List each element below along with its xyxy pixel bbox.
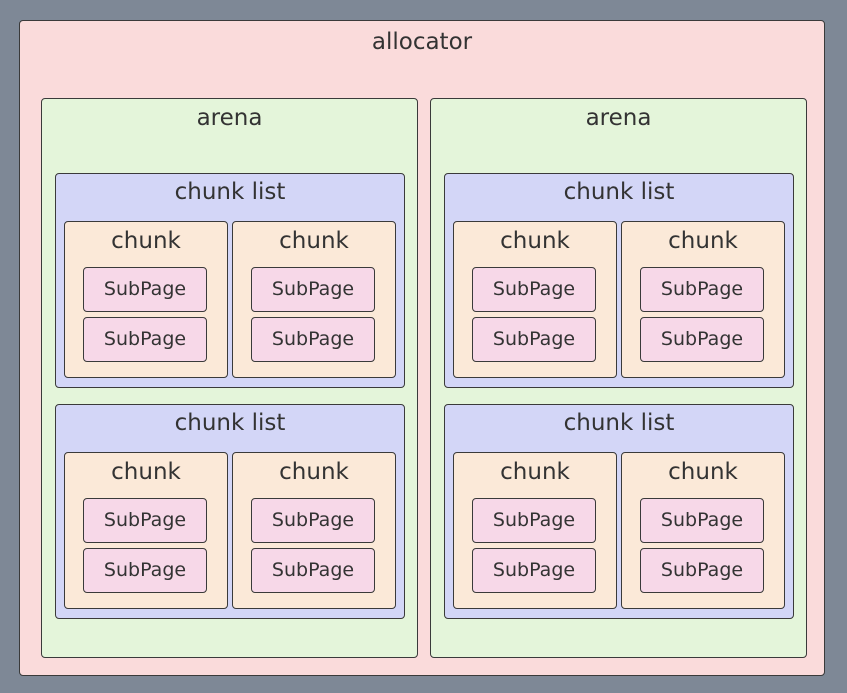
chunk-box: chunk SubPage SubPage [64,452,228,609]
arena-label: arena [196,105,263,131]
subpage-label: SubPage [660,509,744,531]
subpage-box: SubPage [251,267,375,312]
allocator-label: allocator [371,29,473,55]
subpage-box: SubPage [640,498,764,543]
chunk-label: chunk [111,228,181,254]
chunk-list-label: chunk list [563,179,675,205]
subpage-label: SubPage [103,328,187,350]
subpage-label: SubPage [492,278,576,300]
subpage-label: SubPage [660,559,744,581]
chunk-label: chunk [668,459,738,485]
subpage-box: SubPage [640,548,764,593]
subpage-label: SubPage [271,278,355,300]
chunk-label: chunk [279,228,349,254]
subpage-label: SubPage [492,559,576,581]
subpage-box: SubPage [472,498,596,543]
subpage-label: SubPage [271,559,355,581]
subpage-label: SubPage [492,509,576,531]
subpage-label: SubPage [660,278,744,300]
chunk-box: chunk SubPage SubPage [232,452,396,609]
chunk-box: chunk SubPage SubPage [64,221,228,378]
allocator-box: allocator arena chunk list chunk SubPage… [19,20,825,676]
chunk-box: chunk SubPage SubPage [232,221,396,378]
chunk-box: chunk SubPage SubPage [621,452,785,609]
subpage-box: SubPage [251,317,375,362]
arena-box: arena chunk list chunk SubPage SubPage c… [430,98,807,658]
arena-box: arena chunk list chunk SubPage SubPage c… [41,98,418,658]
subpage-label: SubPage [660,328,744,350]
subpage-box: SubPage [83,317,207,362]
chunk-list-box: chunk list chunk SubPage SubPage chunk S… [444,404,794,619]
chunk-list-box: chunk list chunk SubPage SubPage chunk S… [55,404,405,619]
chunk-list-box: chunk list chunk SubPage SubPage chunk S… [55,173,405,388]
subpage-label: SubPage [492,328,576,350]
subpage-label: SubPage [271,328,355,350]
subpage-box: SubPage [472,317,596,362]
chunk-label: chunk [500,228,570,254]
chunk-list-label: chunk list [174,179,286,205]
subpage-label: SubPage [103,559,187,581]
subpage-label: SubPage [271,509,355,531]
chunk-box: chunk SubPage SubPage [453,452,617,609]
subpage-label: SubPage [103,509,187,531]
chunk-label: chunk [111,459,181,485]
chunk-box: chunk SubPage SubPage [453,221,617,378]
arena-label: arena [585,105,652,131]
subpage-label: SubPage [103,278,187,300]
subpage-box: SubPage [83,498,207,543]
chunk-label: chunk [668,228,738,254]
subpage-box: SubPage [83,267,207,312]
subpage-box: SubPage [472,267,596,312]
subpage-box: SubPage [83,548,207,593]
subpage-box: SubPage [640,317,764,362]
chunk-label: chunk [500,459,570,485]
subpage-box: SubPage [640,267,764,312]
subpage-box: SubPage [251,498,375,543]
chunk-label: chunk [279,459,349,485]
subpage-box: SubPage [251,548,375,593]
chunk-list-box: chunk list chunk SubPage SubPage chunk S… [444,173,794,388]
chunk-box: chunk SubPage SubPage [621,221,785,378]
chunk-list-label: chunk list [563,410,675,436]
subpage-box: SubPage [472,548,596,593]
chunk-list-label: chunk list [174,410,286,436]
